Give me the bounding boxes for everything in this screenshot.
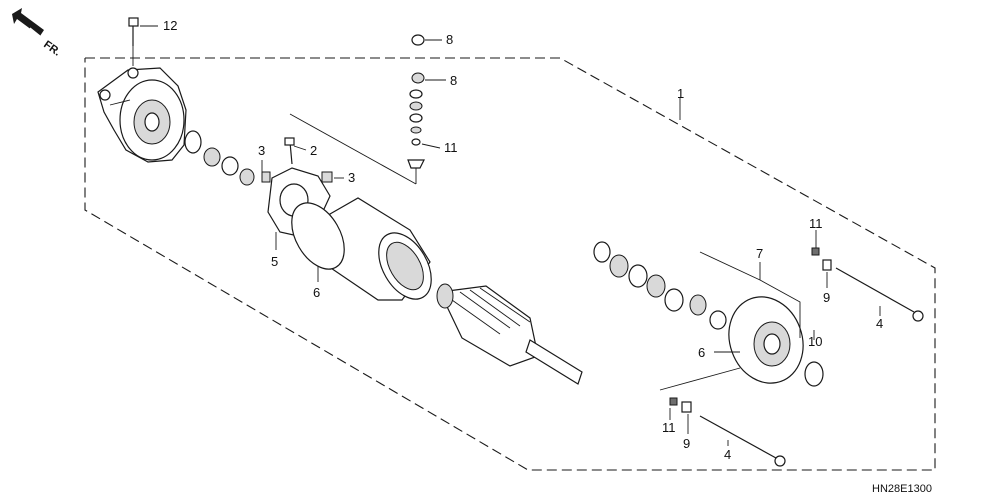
callout-7: 7 [756,246,763,261]
front-cover-bracket [97,67,187,163]
callout-3-left: 3 [258,143,265,158]
leader-lines [140,25,881,446]
callout-4-lower: 4 [724,447,731,462]
callout-11-upper-right: 11 [809,216,823,231]
armature [436,283,583,385]
assembly-outline [84,57,936,471]
terminal-nut-stack [289,34,425,185]
callout-8-upper: 8 [446,32,453,47]
front-direction-label: FR. [41,39,62,59]
callout-4-upper: 4 [876,316,883,331]
through-bolt-upper [835,267,924,322]
callout-6-yoke: 6 [313,285,320,300]
callout-3-right: 3 [348,170,355,185]
bolt-12 [128,17,139,66]
rear-cover [728,296,824,387]
callout-2: 2 [310,143,317,158]
rear-washers [593,241,727,330]
through-bolt-lower [699,415,786,467]
callout-8-lower: 8 [450,73,457,88]
callout-6-rear: 6 [698,345,705,360]
yoke-housing [291,197,432,301]
callout-9-lower: 9 [683,436,690,451]
callout-5: 5 [271,254,278,269]
callout-9-upper: 9 [823,290,830,305]
rear-fasteners [669,247,832,413]
diagram-code: HN28E1300 [872,483,932,495]
front-direction-arrow-icon: FR. [12,8,63,59]
callout-1: 1 [677,86,684,101]
callout-11-top: 11 [444,140,458,155]
callout-11-lower: 11 [662,420,676,435]
callout-12: 12 [163,18,177,33]
callout-10: 10 [808,334,822,349]
front-bushing-washers [184,130,255,186]
